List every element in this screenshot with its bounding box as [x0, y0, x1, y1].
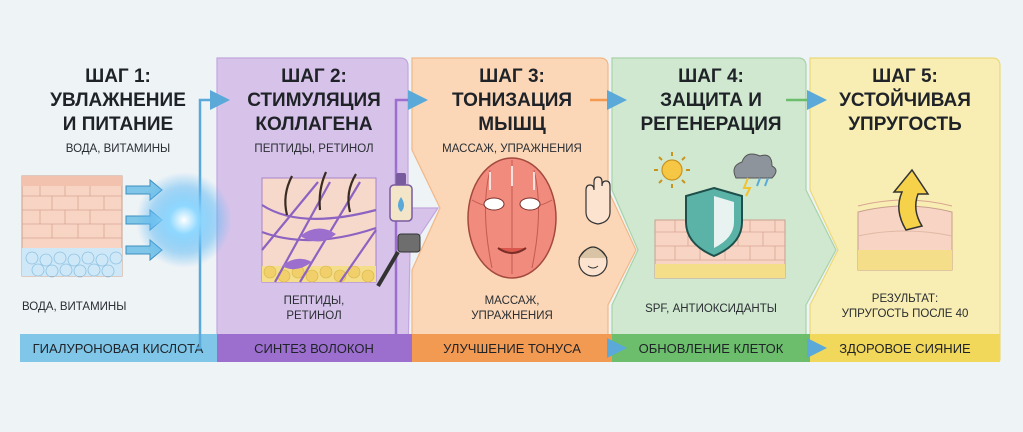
glow-orb-icon	[136, 172, 232, 268]
band-step-1	[20, 334, 217, 362]
step-2: ШАГ 2: СТИМУЛЯЦИЯ КОЛЛАГЕНА ПЕПТИДЫ, РЕТ…	[247, 66, 421, 322]
band-label-step-4: ОБНОВЛЕНИЕ КЛЕТОК	[639, 341, 784, 356]
band-label-step-1: ГИАЛУРОНОВАЯ КИСЛОТА	[33, 341, 204, 356]
step-2-caption-line-1: ПЕПТИДЫ,	[284, 295, 345, 307]
shield-icon	[685, 186, 743, 258]
step-5-title-line-3: УПРУГОСТЬ	[848, 114, 962, 135]
step-3-subtitle: МАССАЖ, УПРАЖНЕНИЯ	[442, 143, 582, 155]
step-1-title-line-3: И ПИТАНИЕ	[63, 114, 173, 135]
step-3-caption-line-2: УПРАЖНЕНИЯ	[471, 310, 553, 322]
step-5-caption-line-2: УПРУГОСТЬ ПОСЛЕ 40	[842, 308, 969, 320]
band-label-step-3: УЛУЧШЕНИЕ ТОНУСА	[443, 341, 581, 356]
step-2-title-line-1: ШАГ 2:	[281, 66, 347, 87]
hand-icon	[585, 176, 611, 225]
upward-arrow-icon	[892, 168, 930, 231]
step-1-subtitle: ВОДА, ВИТАМИНЫ	[66, 143, 170, 155]
step-2-subtitle: ПЕПТИДЫ, РЕТИНОЛ	[254, 143, 373, 155]
step-3-title-line-3: МЫШЦ	[478, 114, 546, 135]
band-label-step-2: СИНТЕЗ ВОЛОКОН	[254, 341, 374, 356]
band-step-5	[810, 334, 1000, 362]
step-4: ШАГ 4: ЗАЩИТА И РЕГЕНЕРАЦИЯ SPF, АНТИ	[640, 66, 786, 315]
collagen-fibers-icon	[261, 171, 377, 283]
step-1: ШАГ 1: УВЛАЖНЕНИЕ И ПИТАНИЕ ВОДА, ВИТАМИ…	[21, 66, 232, 313]
step-4-caption: SPF, АНТИОКСИДАНТЫ	[645, 303, 777, 315]
step-1-title-line-1: ШАГ 1:	[85, 66, 151, 87]
step-4-title-line-3: РЕГЕНЕРАЦИЯ	[640, 114, 781, 135]
step-5: ШАГ 5: УСТОЙЧИВАЯ УПРУГОСТЬ РЕЗУЛЬТАТ: У…	[839, 66, 971, 320]
step-5-title-line-2: УСТОЙЧИВАЯ	[839, 89, 971, 111]
storm-cloud-icon	[733, 153, 777, 197]
step-3-title-line-1: ШАГ 3:	[479, 66, 545, 87]
step-5-caption-line-1: РЕЗУЛЬТАТ:	[872, 293, 938, 305]
face-muscles-icon	[467, 157, 557, 279]
step-4-title-line-1: ШАГ 4:	[678, 66, 744, 87]
face-woman-icon	[578, 246, 608, 277]
step-2-title-line-2: СТИМУЛЯЦИЯ	[247, 90, 381, 111]
step-3: ШАГ 3: ТОНИЗАЦИЯ МЫШЦ МАССАЖ, УПРАЖНЕНИЯ…	[442, 66, 611, 322]
connector-arrow-2-3	[390, 90, 428, 350]
skin-layers-icon	[21, 175, 123, 278]
band-step-3	[412, 334, 612, 362]
band-step-2	[217, 334, 412, 362]
step-3-caption-line-1: МАССАЖ,	[485, 295, 540, 307]
bottom-bands: ГИАЛУРОНОВАЯ КИСЛОТА СИНТЕЗ ВОЛОКОН УЛУЧ…	[20, 334, 1000, 362]
derma-roller-icon	[376, 233, 421, 288]
band-label-step-5: ЗДОРОВОЕ СИЯНИЕ	[839, 341, 971, 356]
step-3-title-line-2: ТОНИЗАЦИЯ	[452, 90, 572, 111]
serum-dropper-icon	[389, 173, 413, 222]
step-1-caption: ВОДА, ВИТАМИНЫ	[22, 301, 126, 313]
skin-layers-icon	[857, 199, 953, 271]
step-2-title-line-3: КОЛЛАГЕНА	[255, 114, 372, 135]
step-2-caption-line-2: РЕТИНОЛ	[286, 310, 341, 322]
sun-icon	[654, 152, 690, 188]
step-4-title-line-2: ЗАЩИТА И	[660, 90, 762, 111]
band-step-4	[612, 334, 810, 362]
step-5-title-line-1: ШАГ 5:	[872, 66, 938, 87]
step-1-title-line-2: УВЛАЖНЕНИЕ	[50, 90, 186, 111]
